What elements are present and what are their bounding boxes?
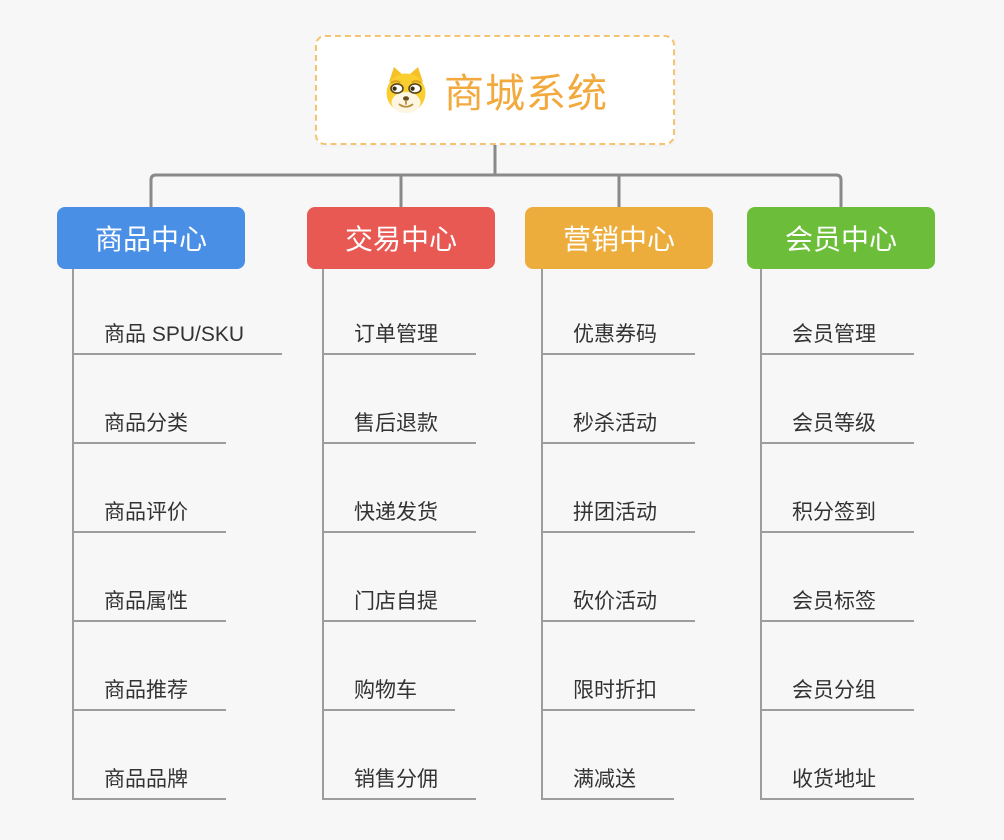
leaf-node[interactable]: 售后退款 <box>324 355 476 444</box>
branch-node-label: 会员中心 <box>784 224 897 255</box>
branch-node-trade-center[interactable]: 交易中心 <box>307 207 495 269</box>
leaf-node[interactable]: 优惠券码 <box>543 266 695 355</box>
branch-node-member-center[interactable]: 会员中心 <box>747 207 935 269</box>
leaf-node[interactable]: 销售分佣 <box>324 711 476 800</box>
leaf-node[interactable]: 商品评价 <box>74 444 226 533</box>
root-node-label: 商城系统 <box>444 72 608 116</box>
leaf-node[interactable]: 商品属性 <box>74 533 226 622</box>
leaf-node[interactable]: 积分签到 <box>762 444 914 533</box>
branch-children-column-trade: 订单管理 售后退款 快递发货 门店自提 购物车 销售分佣 <box>322 266 476 800</box>
branch-node-label: 营销中心 <box>562 224 675 255</box>
branch-children-column-member: 会员管理 会员等级 积分签到 会员标签 会员分组 收货地址 <box>760 266 914 800</box>
leaf-node[interactable]: 会员管理 <box>762 266 914 355</box>
leaf-node[interactable]: 订单管理 <box>324 266 476 355</box>
leaf-node[interactable]: 会员分组 <box>762 622 914 711</box>
branch-children-column-marketing: 优惠券码 秒杀活动 拼团活动 砍价活动 限时折扣 满减送 <box>541 266 695 800</box>
leaf-node[interactable]: 商品 SPU/SKU <box>74 266 283 355</box>
leaf-node[interactable]: 秒杀活动 <box>543 355 695 444</box>
leaf-node[interactable]: 会员等级 <box>762 355 914 444</box>
leaf-node[interactable]: 快递发货 <box>324 444 476 533</box>
leaf-node[interactable]: 购物车 <box>324 622 455 711</box>
branch-node-label: 商品中心 <box>94 224 207 255</box>
leaf-node[interactable]: 商品品牌 <box>74 711 226 800</box>
branch-children-column-product: 商品 SPU/SKU 商品分类 商品评价 商品属性 商品推荐 商品品牌 <box>72 266 283 800</box>
leaf-node[interactable]: 商品分类 <box>74 355 226 444</box>
leaf-node[interactable]: 限时折扣 <box>543 622 695 711</box>
leaf-node[interactable]: 门店自提 <box>324 533 476 622</box>
leaf-node[interactable]: 砍价活动 <box>543 533 695 622</box>
leaf-node[interactable]: 会员标签 <box>762 533 914 622</box>
branch-node-label: 交易中心 <box>344 224 457 255</box>
branch-node-marketing-center[interactable]: 营销中心 <box>525 207 713 269</box>
branch-node-product-center[interactable]: 商品中心 <box>57 207 245 269</box>
leaf-node[interactable]: 满减送 <box>543 711 674 800</box>
leaf-node[interactable]: 商品推荐 <box>74 622 226 711</box>
root-node[interactable]: 商城系统 <box>315 35 675 145</box>
branch-rail-line <box>149 173 843 207</box>
doge-icon <box>386 67 426 113</box>
leaf-node[interactable]: 收货地址 <box>762 711 914 800</box>
leaf-node[interactable]: 拼团活动 <box>543 444 695 533</box>
